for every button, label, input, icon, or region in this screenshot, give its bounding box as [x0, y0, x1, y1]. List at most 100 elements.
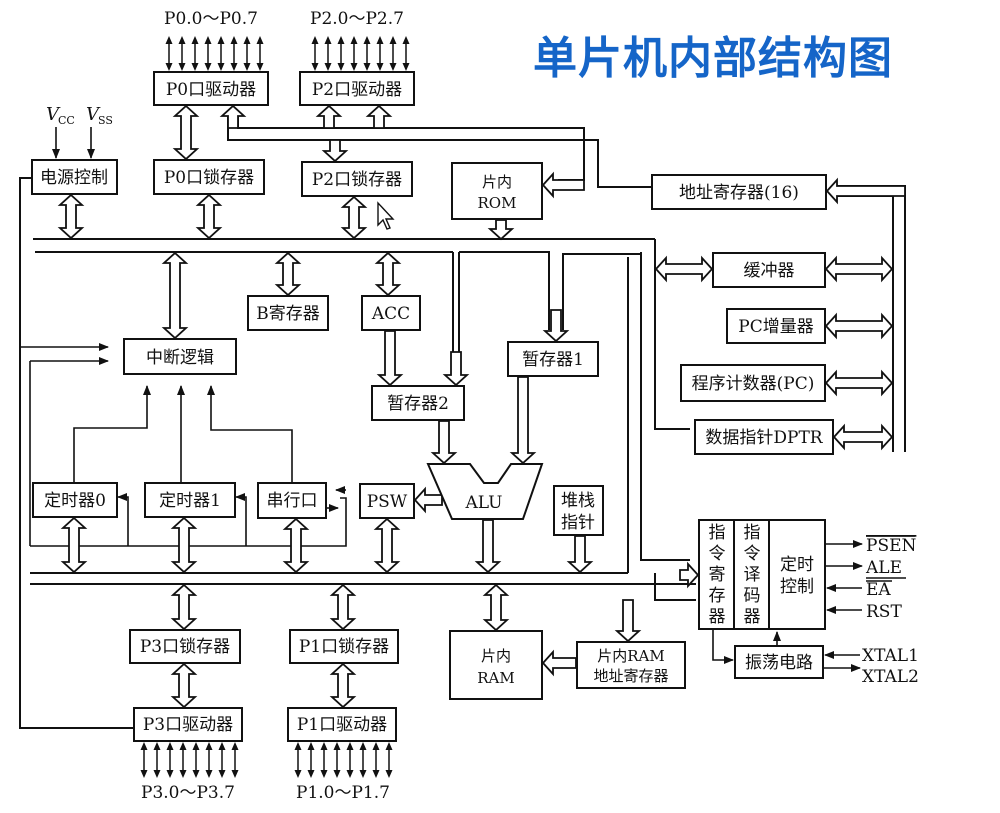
arrow-buffer-addrbus	[824, 255, 894, 283]
p3-pin-arrow-head-down	[218, 770, 226, 778]
p0-pin-arrow-head-down	[165, 63, 173, 71]
arrow-bus-b-register	[274, 251, 302, 297]
b-register: B寄存器	[247, 295, 329, 331]
bus-to-tmp1-a	[459, 251, 550, 330]
tmp2-label: 暂存器2	[387, 394, 449, 414]
arrow-bus-acc	[374, 251, 402, 297]
oscillator-label: 振荡电路	[745, 653, 813, 673]
arrow-p0-latch-bus	[195, 193, 223, 240]
p2-pin-arrow-head-down	[389, 63, 397, 71]
arrow-acc-to-tmp2	[376, 330, 404, 387]
ir-text-char: 存	[709, 586, 726, 606]
arrow-p2-latch-bus	[340, 195, 368, 240]
pin-xtal1: XTAL1	[862, 646, 919, 666]
timer0-ctrl	[117, 493, 129, 546]
p3-pin-arrow-head-down	[179, 770, 187, 778]
psw: PSW	[359, 483, 415, 519]
p3-pins-label: P3.0～P3.7	[141, 783, 235, 803]
arrow-p1-latch-driver	[329, 662, 357, 709]
p1-pins-label: P1.0～P1.7	[296, 783, 390, 803]
arrow-alu-to-psw	[413, 486, 443, 514]
p1-pin-arrow-head-down	[359, 770, 367, 778]
power-control: 电源控制	[31, 159, 118, 195]
arrow-bus-to-tmp1	[542, 309, 570, 343]
addr-feedback-outer	[836, 185, 906, 452]
p2-pin-arrow-head-up	[363, 36, 371, 44]
p2-pin-arrow-head-down	[350, 63, 358, 71]
tmp1-label: 暂存器1	[522, 350, 584, 370]
p1-pin-arrow-head-down	[385, 770, 393, 778]
p2-pin-arrow-head-up	[311, 36, 319, 44]
vss-subscript: SS	[98, 114, 113, 127]
arrow-bus-p1-latch	[329, 583, 357, 631]
arrow-psw-bus	[373, 517, 401, 574]
bus-to-tmp1-b	[562, 253, 641, 330]
sp-label-line1: 堆栈	[561, 491, 595, 511]
p3-driver-label: P3口驱动器	[143, 715, 233, 735]
ram-label-line1: 片内	[481, 647, 511, 665]
p2-pin-arrow-head-up	[324, 36, 332, 44]
ram-addr-label-line2: 地址寄存器	[593, 667, 668, 685]
arrow-addr-to-p2-driver-a	[315, 104, 343, 129]
p3-pin-arrow-head-up	[192, 742, 200, 750]
buffer: 缓冲器	[712, 252, 826, 288]
p0-pin-arrow-head-down	[217, 63, 225, 71]
program-counter-label: 程序计数器(PC)	[692, 374, 815, 394]
p1-driver-label: P1口驱动器	[297, 715, 387, 735]
rom-label-line2: ROM	[478, 194, 517, 212]
p0-pin-arrow-head-up	[178, 36, 186, 44]
p0-pin-arrow-head-down	[256, 63, 264, 71]
p2-pin-arrow-head-down	[337, 63, 345, 71]
pc-incrementer-label: PC增量器	[738, 317, 813, 337]
ram-label-line2: RAM	[477, 669, 515, 687]
id-text-char: 指	[744, 523, 761, 543]
ram-address-register: 片内RAM 地址寄存器	[576, 641, 686, 689]
timer0-label: 定时器0	[44, 491, 106, 511]
p3-pin-arrow-head-up	[231, 742, 239, 750]
arrow-bus-to-ram-addr	[614, 599, 642, 643]
addr-bus-outer	[227, 116, 652, 188]
p1-pin-arrow-head-down	[320, 770, 328, 778]
p3-pin-arrow-head-up	[179, 742, 187, 750]
p3-pin-arrow-head-up	[153, 742, 161, 750]
p3-pin-arrow-head-up	[205, 742, 213, 750]
ir-to-osc-line	[712, 629, 734, 664]
arrow-to-addr-register	[825, 177, 906, 205]
arrow-sp-to-bus	[566, 535, 594, 574]
vss-label: V	[86, 104, 101, 125]
p3-driver: P3口驱动器	[133, 707, 243, 742]
buffer-label: 缓冲器	[744, 261, 795, 281]
alu: ALU	[426, 463, 544, 520]
vcc-subscript: CC	[58, 114, 75, 127]
timer-1: 定时器1	[144, 482, 236, 518]
data-pointer-dptr: 数据指针DPTR	[694, 419, 834, 455]
arrow-serial-bus	[282, 517, 310, 574]
serial-port: 串行口	[257, 482, 327, 519]
arrow-bus-p3-latch	[170, 583, 198, 631]
arrow-addr-to-p0-driver	[219, 104, 247, 129]
ir-text-char: 令	[709, 544, 726, 564]
stack-pointer: 堆栈 指针	[553, 485, 604, 536]
p2-pin-arrow-head-down	[376, 63, 384, 71]
timing-control-line1: 定时	[780, 555, 814, 575]
arrow-timer1-bus	[170, 516, 198, 574]
psw-label: PSW	[367, 492, 408, 512]
p0-pin-arrow-head-up	[191, 36, 199, 44]
vcc-label: V	[46, 104, 61, 125]
p2-latch-label: P2口锁存器	[312, 170, 402, 190]
arrow-ram-addr-to-ram	[541, 649, 577, 677]
p1-latch: P1口锁存器	[289, 629, 399, 664]
p0-pin-arrow-head-down	[204, 63, 212, 71]
p1-pin-arrow-head-up	[294, 742, 302, 750]
arrow-bus-int-logic	[161, 251, 189, 340]
timer0-int-line	[73, 385, 151, 485]
pin-ale: ALE	[865, 558, 902, 578]
p0-pins-label: P0.0～P0.7	[164, 9, 258, 29]
rom-label-line1: 片内	[482, 173, 512, 191]
bus-to-dptr	[654, 239, 690, 430]
ir-text-char: 寄	[709, 565, 726, 585]
acc-label: ACC	[371, 304, 410, 324]
temp-register-1: 暂存器1	[507, 341, 599, 377]
